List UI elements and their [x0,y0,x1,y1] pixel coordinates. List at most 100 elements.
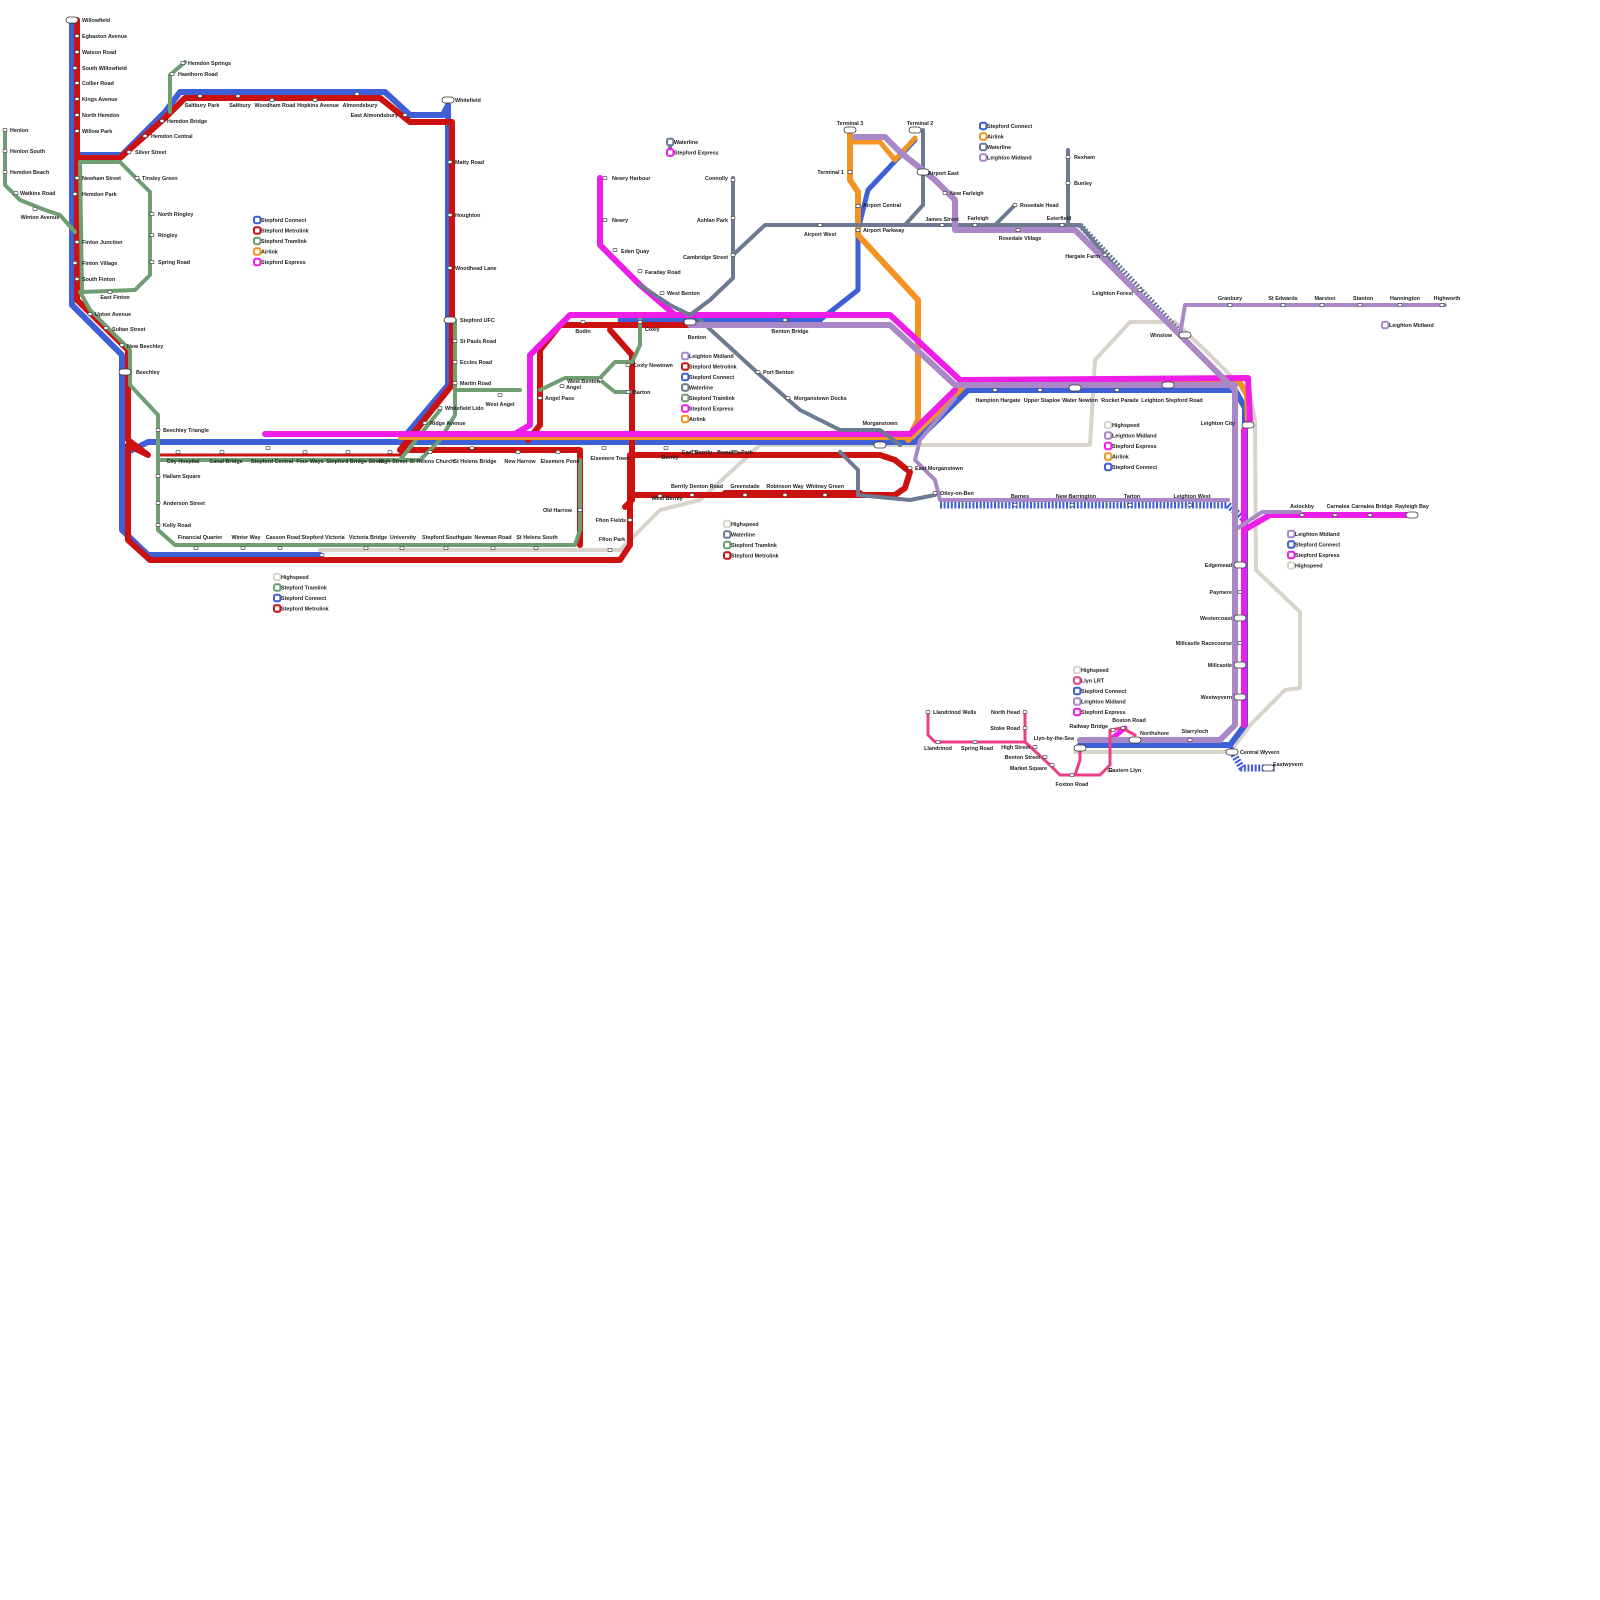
station-marker[interactable] [197,94,203,98]
station-marker[interactable] [119,343,125,347]
station-marker[interactable] [169,72,175,76]
station-marker[interactable] [363,546,369,550]
station-marker[interactable] [354,92,360,96]
station-interchange-marker[interactable] [1233,693,1247,701]
station-marker[interactable] [1037,388,1043,392]
station-marker[interactable] [447,266,453,270]
station-marker[interactable] [107,290,113,294]
station-marker[interactable] [1187,503,1193,507]
station-marker[interactable] [422,421,428,425]
station-marker[interactable] [103,326,109,330]
station-marker[interactable] [1319,303,1325,307]
station-marker[interactable] [74,113,80,117]
station-marker[interactable] [402,113,408,117]
station-marker[interactable] [942,191,948,195]
station-interchange-marker[interactable] [843,126,857,134]
station-marker[interactable] [1187,738,1193,742]
station-marker[interactable] [1012,503,1018,507]
station-marker[interactable] [847,170,853,174]
station-marker[interactable] [925,710,931,714]
station-marker[interactable] [1069,773,1075,777]
station-marker[interactable] [1015,228,1021,232]
station-marker[interactable] [1237,641,1243,645]
station-marker[interactable] [72,192,78,196]
station-marker[interactable] [855,228,861,232]
station-marker[interactable] [1012,203,1018,207]
station-marker[interactable] [72,261,78,265]
station-marker[interactable] [74,129,80,133]
station-marker[interactable] [782,318,788,322]
station-interchange-marker[interactable] [1068,384,1082,392]
station-marker[interactable] [597,378,603,382]
station-marker[interactable] [602,218,608,222]
station-marker[interactable] [193,546,199,550]
station-marker[interactable] [1022,726,1028,730]
station-marker[interactable] [659,291,665,295]
station-marker[interactable] [235,94,241,98]
station-marker[interactable] [149,260,155,264]
station-marker[interactable] [240,546,246,550]
station-marker[interactable] [2,149,8,153]
station-marker[interactable] [142,134,148,138]
station-marker[interactable] [730,253,736,257]
station-interchange-marker[interactable] [1128,736,1142,744]
station-marker[interactable] [155,523,161,527]
station-marker[interactable] [939,223,945,227]
station-marker[interactable] [730,216,736,220]
station-marker[interactable] [87,312,93,316]
station-marker[interactable] [625,363,631,367]
station-marker[interactable] [13,191,19,195]
station-marker[interactable] [742,493,748,497]
station-marker[interactable] [817,223,823,227]
station-marker[interactable] [265,446,271,450]
station-interchange-marker[interactable] [1233,614,1247,622]
station-marker[interactable] [1022,710,1028,714]
station-marker[interactable] [732,450,738,454]
station-interchange-marker[interactable] [118,368,132,376]
station-marker[interactable] [992,388,998,392]
station-marker[interactable] [537,396,543,400]
station-marker[interactable] [612,248,618,252]
station-marker[interactable] [577,508,583,512]
station-marker[interactable] [126,150,132,154]
station-marker[interactable] [785,396,791,400]
station-marker[interactable] [657,494,663,498]
station-marker[interactable] [935,740,941,744]
station-marker[interactable] [159,119,165,123]
station-marker[interactable] [74,240,80,244]
station-marker[interactable] [1069,503,1075,507]
station-interchange-marker[interactable] [65,16,79,24]
station-interchange-marker[interactable] [1261,764,1275,772]
station-marker[interactable] [1439,303,1445,307]
station-marker[interactable] [1127,503,1133,507]
station-marker[interactable] [437,406,443,410]
station-marker[interactable] [782,493,788,497]
station-marker[interactable] [74,277,80,281]
station-marker[interactable] [269,98,275,102]
station-marker[interactable] [1114,388,1120,392]
station-marker[interactable] [452,339,458,343]
station-marker[interactable] [219,450,225,454]
station-marker[interactable] [690,450,696,454]
station-marker[interactable] [1102,253,1108,257]
station-marker[interactable] [580,320,586,324]
station-marker[interactable] [1299,513,1305,517]
station-marker[interactable] [689,493,695,497]
station-marker[interactable] [1065,155,1071,159]
station-interchange-marker[interactable] [1073,744,1087,752]
station-marker[interactable] [1042,755,1048,759]
station-marker[interactable] [601,446,607,450]
station-marker[interactable] [822,493,828,497]
station-marker[interactable] [149,212,155,216]
station-marker[interactable] [755,370,761,374]
station-marker[interactable] [1367,513,1373,517]
station-marker[interactable] [2,170,8,174]
station-marker[interactable] [447,160,453,164]
station-marker[interactable] [637,269,643,273]
station-marker[interactable] [490,546,496,550]
station-marker[interactable] [345,450,351,454]
station-marker[interactable] [1227,303,1233,307]
station-marker[interactable] [972,223,978,227]
station-interchange-marker[interactable] [1233,661,1247,669]
station-marker[interactable] [637,320,643,324]
